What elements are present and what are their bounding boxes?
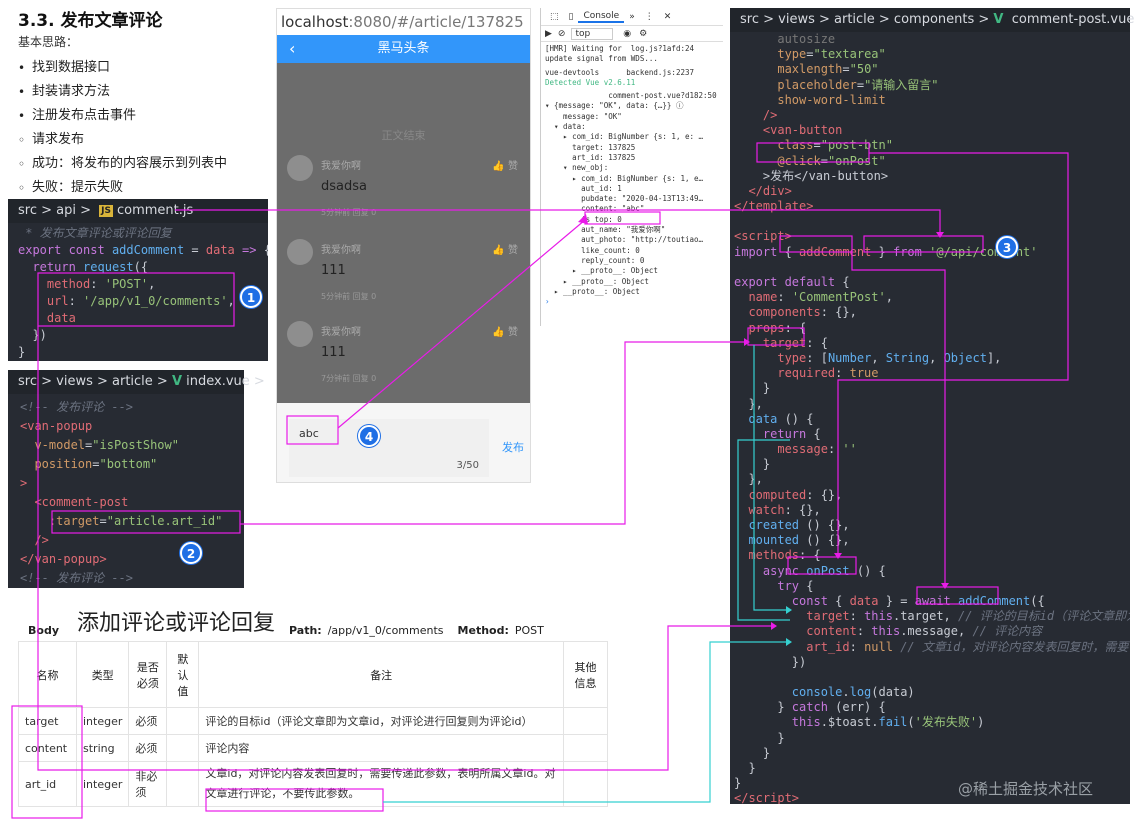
console-prompt[interactable]: ›	[545, 297, 550, 307]
step-badge-4: 4	[358, 425, 380, 447]
comment-item: 我爱你啊 👍 赞 dsadsa 5分钟前 回复 0	[287, 155, 522, 225]
api-path: /app/v1_0/comments	[327, 624, 444, 637]
watermark: @稀土掘金技术社区	[958, 780, 1094, 798]
browser-window: localhost:8080/#/article/137825 ‹ 黑马头条 正…	[276, 8, 531, 483]
index-vue-breadcrumb[interactable]: src > views > article > V index.vue >	[8, 370, 265, 394]
index-vue-code[interactable]: <!-- 发布评论 --> <van-popup v-model="isPost…	[8, 394, 244, 588]
address-bar[interactable]: localhost:8080/#/article/137825	[277, 9, 530, 35]
notes-item: ◦失败：提示失败	[18, 180, 124, 195]
body-label: Body	[28, 624, 59, 637]
log-line[interactable]: ▸ __proto__: Object	[545, 276, 649, 286]
table-header-row: 名称 类型 是否必须 默认值 备注 其他信息	[18, 641, 608, 708]
console-log[interactable]: [HMR] Waiting for log.js?1afd:24 update …	[541, 42, 723, 309]
log-line: pubdate: "2020-04-13T13:49…	[545, 194, 704, 204]
devtools-tabs: ⬚ ▯ Console » ⋮ ✕	[541, 8, 723, 26]
log-line: Detected Vue v2.6.11	[545, 77, 636, 87]
app-nav-bar: ‹ 黑马头条	[277, 35, 530, 63]
notes-list: •找到数据接口 •封装请求方法 •注册发布点击事件 ◦请求发布 ◦成功：将发布的…	[18, 56, 268, 200]
log-line: aut_name: "我爱你啊"	[545, 225, 666, 235]
log-line[interactable]: ▾ {message: "OK", data: {…}} ⓘ	[545, 101, 684, 111]
notes-subtitle: 基本思路：	[18, 35, 79, 49]
comment-js-code[interactable]: * 发布文章评论或评论回复 export const addComment = …	[8, 223, 268, 361]
comment-post-breadcrumb[interactable]: src > views > article > components > V c…	[730, 8, 1134, 32]
log-line: is_top: 0	[545, 214, 622, 224]
table-row: art_id integer 非必须 文章id，对评论内容发表回复时，需要传递此…	[18, 761, 608, 807]
api-doc: Body 添加评论或评论回复 Path: /app/v1_0/comments …	[18, 603, 613, 818]
log-line: aut_id: 1	[545, 183, 622, 193]
avatar	[287, 155, 313, 181]
context-select[interactable]: top	[571, 27, 614, 40]
comment-textarea-value: abc	[299, 427, 319, 440]
like-icon[interactable]: 👍 赞	[492, 161, 518, 172]
vue-file-icon: V	[171, 374, 182, 389]
like-icon[interactable]: 👍 赞	[492, 327, 518, 338]
device-icon[interactable]: ▯	[568, 11, 574, 22]
back-arrow-icon[interactable]: ‹	[289, 39, 296, 58]
log-line: target: 137825	[545, 142, 636, 152]
notes-item: •找到数据接口	[18, 60, 111, 75]
table-row: target integer 必须 评论的目标id（评论文章即为文章id，对评论…	[18, 707, 608, 735]
comment-item: 我爱你啊 👍 赞 111 7分钟前 回复 0	[287, 321, 522, 391]
comment-item: 我爱你啊 👍 赞 111 5分钟前 回复 0	[287, 239, 522, 309]
notes-item: •注册发布点击事件	[18, 108, 137, 123]
comment-textarea[interactable]: abc 3/50	[289, 419, 489, 477]
avatar	[287, 321, 313, 347]
tab-console[interactable]: Console	[578, 11, 625, 23]
log-line[interactable]: ▸ com_id: BigNumber {s: 1, e…	[545, 173, 704, 183]
gear-icon[interactable]: ⚙	[639, 28, 648, 39]
log-line: like_count: 0	[545, 245, 640, 255]
log-line[interactable]: ▸ com_id: BigNumber {s: 1, e: …	[545, 132, 704, 142]
log-line[interactable]: ▾ data:	[545, 122, 586, 132]
notes-item: •封装请求方法	[18, 84, 111, 99]
post-button[interactable]: 发布	[502, 441, 524, 454]
api-doc-header: Body 添加评论或评论回复 Path: /app/v1_0/comments …	[18, 603, 613, 637]
api-method: POST	[514, 624, 544, 637]
word-count: 3/50	[456, 460, 479, 471]
params-table: 名称 类型 是否必须 默认值 备注 其他信息 target integer 必须…	[18, 641, 608, 807]
eye-icon[interactable]: ◉	[623, 28, 632, 39]
log-line: vue-devtools backend.js:2237	[545, 67, 695, 77]
notes-item: ◦成功：将发布的内容展示到列表中	[18, 156, 228, 171]
notes-panel: 3.3. 发布文章评论 基本思路： •找到数据接口 •封装请求方法 •注册发布点…	[18, 6, 268, 200]
inspect-icon[interactable]: ⬚	[550, 11, 559, 22]
index-vue-editor: src > views > article > V index.vue > <!…	[8, 370, 265, 588]
sidebar-toggle-icon[interactable]: ▶	[545, 28, 552, 39]
notes-heading: 3.3. 发布文章评论	[18, 11, 163, 31]
comment-post-editor: src > views > article > components > V c…	[730, 8, 1134, 804]
comment-post-code[interactable]: autosize type="textarea" maxlength="50" …	[730, 32, 1130, 804]
clear-console-icon[interactable]: ⊘	[557, 28, 566, 39]
notes-item: ◦请求发布	[18, 132, 85, 147]
log-line: [HMR] Waiting for log.js?1afd:24	[545, 44, 695, 53]
log-line[interactable]: ▸ __proto__: Object	[545, 266, 658, 276]
api-doc-title: 添加评论或评论回复	[77, 611, 276, 636]
devtools-panel: ⬚ ▯ Console » ⋮ ✕ ▶ ⊘ top ◉ ⚙ [HMR] Wait…	[540, 8, 723, 326]
log-line: message: "OK"	[545, 111, 622, 121]
like-icon[interactable]: 👍 赞	[492, 245, 518, 256]
js-file-icon: JS	[99, 204, 113, 217]
article-end-tip: 正文结束	[381, 129, 426, 142]
app-title: 黑马头条	[377, 41, 430, 56]
close-icon[interactable]: ✕	[663, 11, 672, 22]
avatar	[287, 239, 313, 265]
step-badge-2: 2	[180, 542, 202, 564]
step-badge-1: 1	[240, 286, 262, 308]
more-tabs-icon[interactable]: »	[629, 11, 635, 22]
step-badge-3: 3	[996, 236, 1018, 258]
log-line: update signal from WDS...	[545, 54, 658, 64]
table-row: content string 必须 评论内容	[18, 734, 608, 762]
log-line: aut_photo: "http://toutiao…	[545, 235, 704, 245]
popup-overlay[interactable]: 正文结束 我爱你啊 👍 赞 dsadsa 5分钟前 回复 0 我爱你啊 👍 赞 …	[277, 63, 530, 403]
console-toolbar: ▶ ⊘ top ◉ ⚙	[541, 26, 723, 42]
log-line[interactable]: comment-post.vue?d182:50	[545, 91, 717, 101]
kebab-icon[interactable]: ⋮	[644, 11, 654, 22]
log-line: art_id: 137825	[545, 152, 636, 162]
log-line: reply_count: 0	[545, 255, 645, 265]
vue-file-icon: V	[993, 12, 1004, 27]
log-line-content: content: "abc"	[545, 204, 645, 214]
log-line[interactable]: ▾ new_obj:	[545, 163, 609, 173]
log-line[interactable]: ▸ __proto__: Object	[545, 286, 640, 296]
